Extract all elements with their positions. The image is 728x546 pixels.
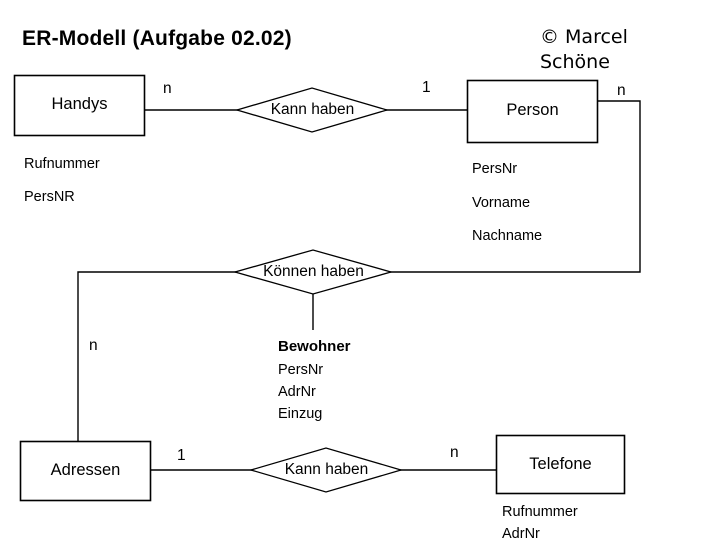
relationship-label-koennen-haben: Können haben xyxy=(263,263,364,280)
credit-line-1: © Marcel xyxy=(540,26,628,48)
entity-label-handys: Handys xyxy=(51,95,108,113)
cardinality-koennenhaben-adressen: n xyxy=(89,337,98,354)
attribute-handys-2: PersNR xyxy=(24,189,75,205)
attribute-person-1: PersNr xyxy=(472,161,518,177)
attribute-bewohner-1: PersNr xyxy=(278,362,324,378)
credit-line-2: Schöne xyxy=(540,51,610,73)
relationship-label-kann-haben-bottom: Kann haben xyxy=(284,461,369,478)
entity-box-handys[interactable] xyxy=(13,74,146,137)
relationship-label-kann-haben-top: Kann haben xyxy=(270,101,355,118)
cardinality-person-koennenhaben: n xyxy=(617,82,626,99)
cardinality-handys-kannhaben: n xyxy=(163,80,172,97)
cardinality-kannhaben-person: 1 xyxy=(422,79,431,96)
entity-label-telefone: Telefone xyxy=(529,455,592,473)
relationship-diamond-kann-haben-top[interactable] xyxy=(234,87,390,133)
cardinality-adressen-kannhaben: 1 xyxy=(177,447,186,464)
entity-label-adressen: Adressen xyxy=(50,461,121,479)
relationship-diamond-koennen-haben[interactable] xyxy=(232,249,394,295)
attribute-bewohner-2: AdrNr xyxy=(278,384,316,400)
attribute-person-2: Vorname xyxy=(472,195,531,211)
relationship-diamond-kann-haben-bottom[interactable] xyxy=(248,447,404,493)
attribute-person-3: Nachname xyxy=(472,228,543,244)
entity-box-telefone[interactable] xyxy=(495,434,626,495)
connector-person-koennenhaben xyxy=(389,100,641,273)
entity-box-adressen[interactable] xyxy=(19,440,152,502)
attribute-handys-1: Rufnummer xyxy=(24,156,100,172)
connector-koennenhaben-adressen xyxy=(77,271,237,441)
attribute-telefone-2: AdrNr xyxy=(502,526,540,542)
entity-box-person[interactable] xyxy=(466,79,599,144)
attribute-bewohner-3: Einzug xyxy=(278,406,323,422)
page-title: ER-Modell (Aufgabe 02.02) xyxy=(22,27,292,50)
cardinality-kannhaben-telefone: n xyxy=(450,444,459,461)
attribute-telefone-1: Rufnummer xyxy=(502,504,578,520)
entity-label-person: Person xyxy=(506,101,559,119)
associative-entity-label-bewohner: Bewohner xyxy=(278,338,351,355)
